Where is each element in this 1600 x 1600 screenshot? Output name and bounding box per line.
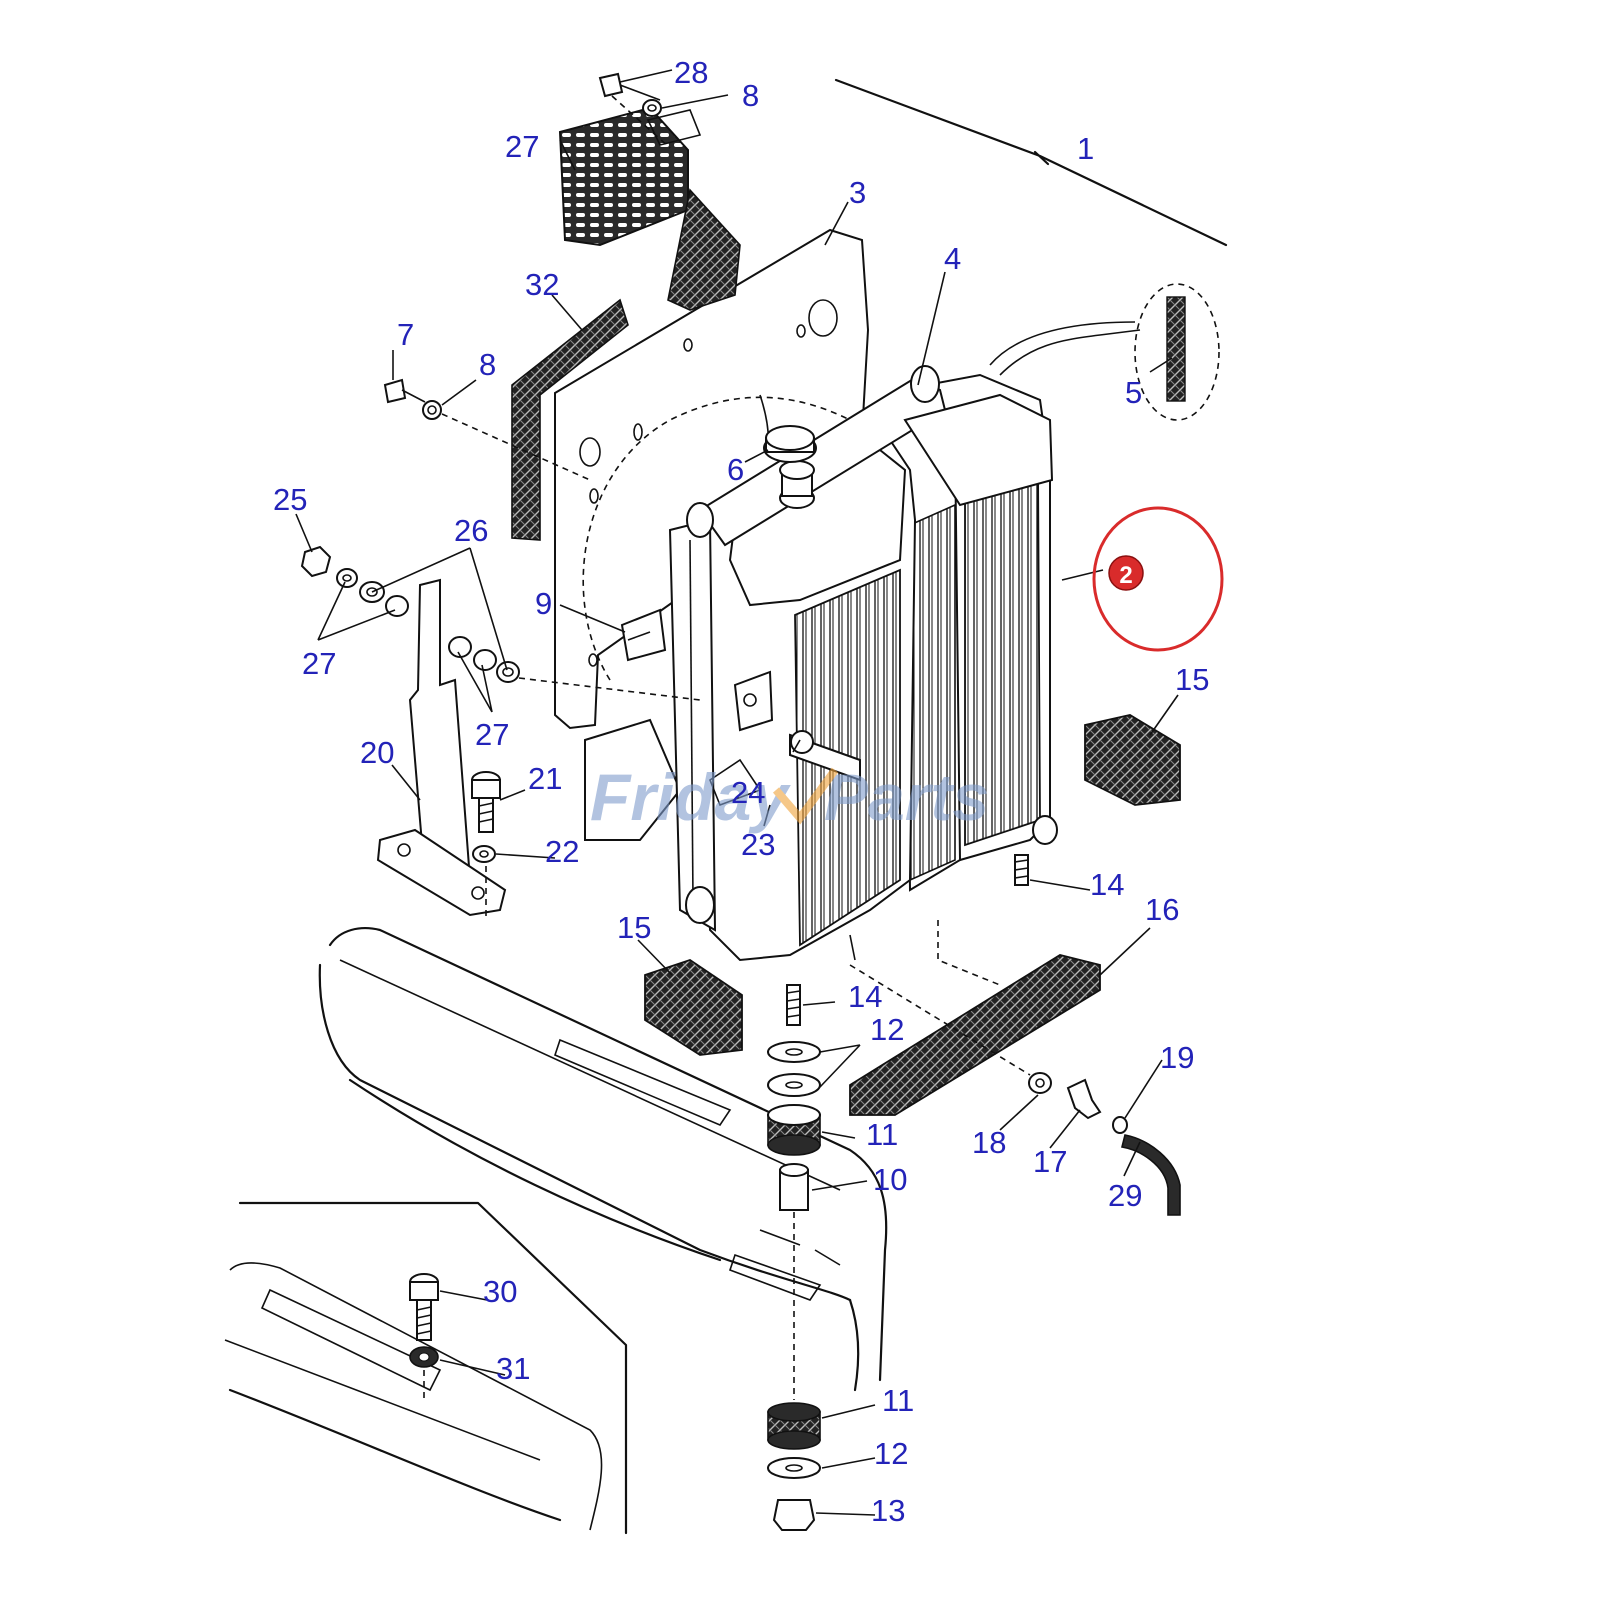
mount-plate (554, 228, 870, 841)
watermark-text-1: Friday (590, 760, 791, 834)
lower-mount-stack (767, 1402, 821, 1531)
assembly-bracket-line (834, 78, 1228, 247)
callout-18[interactable]: 18 (972, 1125, 1006, 1160)
callout-8[interactable]: 8 (742, 78, 759, 113)
drain-valve-assembly (849, 964, 1181, 1216)
callout-20[interactable]: 20 (360, 735, 394, 770)
radiator-core (668, 321, 1141, 962)
callout-14[interactable]: 14 (1090, 867, 1124, 902)
upper-mount-stack (767, 1041, 821, 1400)
callout-16[interactable]: 16 (1145, 892, 1179, 927)
leader-lines (295, 69, 1179, 1516)
callout-6[interactable]: 6 (727, 452, 744, 487)
rubber-pad-left (644, 959, 743, 1056)
callout-32[interactable]: 32 (525, 267, 559, 302)
stay-nuts-and-washers (300, 545, 701, 701)
mount-stud-lower (786, 984, 801, 1026)
top-bolt-and-washer (598, 72, 671, 149)
callout-11[interactable]: 11 (866, 1117, 898, 1152)
callout-25[interactable]: 25 (273, 482, 307, 517)
inset-bolt-and-washer (409, 1273, 439, 1400)
mount-stud-right (1014, 854, 1029, 886)
callout-27b[interactable]: 27 (302, 646, 336, 681)
callout-12[interactable]: 12 (870, 1012, 904, 1047)
callout-14b[interactable]: 14 (848, 979, 882, 1014)
inset-frame (224, 1201, 628, 1535)
callout-9[interactable]: 9 (535, 586, 552, 621)
highlight-callout-2[interactable]: 2 (1092, 506, 1224, 652)
overflow-bracket (620, 608, 667, 662)
callout-19[interactable]: 19 (1160, 1040, 1194, 1075)
callout-24[interactable]: 24 (731, 775, 765, 810)
callout-8b[interactable]: 8 (479, 347, 496, 382)
rubber-pad-right (1084, 714, 1181, 806)
callout-31[interactable]: 31 (496, 1351, 530, 1386)
lower-frame (318, 927, 888, 1392)
callout-17[interactable]: 17 (1033, 1144, 1067, 1179)
side-bracket (709, 670, 861, 807)
callout-12b[interactable]: 12 (874, 1436, 908, 1471)
callout-23[interactable]: 23 (741, 827, 775, 862)
seal-strip (511, 298, 629, 541)
callout-29[interactable]: 29 (1108, 1178, 1142, 1213)
highlight-badge-label: 2 (1119, 562, 1132, 589)
support-stay (376, 578, 507, 917)
callout-26[interactable]: 26 (454, 513, 488, 548)
callout-27c[interactable]: 27 (475, 717, 509, 752)
stay-bolt-and-washer (471, 771, 501, 920)
grille-cover (558, 106, 741, 311)
lower-seal (849, 920, 1101, 1116)
callout-7[interactable]: 7 (397, 317, 414, 352)
watermark-check-icon (772, 767, 839, 825)
callout-10[interactable]: 10 (873, 1162, 907, 1197)
callout-4[interactable]: 4 (944, 241, 961, 276)
callout-21[interactable]: 21 (528, 761, 562, 796)
callout-22[interactable]: 22 (545, 834, 579, 869)
callout-27[interactable]: 27 (505, 129, 539, 164)
callout-11b[interactable]: 11 (882, 1383, 914, 1418)
watermark: Friday Parts (590, 760, 989, 834)
callout-30[interactable]: 30 (483, 1274, 517, 1309)
callout-5[interactable]: 5 (1125, 375, 1142, 410)
highlight-ring (1092, 506, 1224, 652)
callout-1[interactable]: 1 (1077, 131, 1094, 166)
callout-15b[interactable]: 15 (617, 910, 651, 945)
callout-28[interactable]: 28 (674, 55, 708, 90)
hose-detail (1134, 283, 1220, 421)
plate-bolt-and-washer (383, 378, 591, 481)
callout-3[interactable]: 3 (849, 175, 866, 210)
callout-13[interactable]: 13 (871, 1493, 905, 1528)
watermark-text-2: Parts (824, 760, 989, 834)
callout-labels: 28 8 27 1 3 4 32 7 8 5 6 25 26 9 27 15 2… (273, 55, 1209, 1528)
callout-15[interactable]: 15 (1175, 662, 1209, 697)
highlight-badge (1108, 555, 1144, 591)
